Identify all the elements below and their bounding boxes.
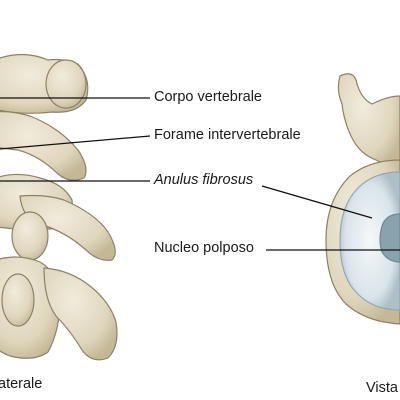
- lower-spinous-process: [43, 267, 118, 361]
- leader-anulus-right: [261, 185, 373, 219]
- caption-lateral-view: aterale: [0, 376, 43, 392]
- lower-lobe: [1, 273, 35, 327]
- lateral-vertebrae: [0, 53, 118, 361]
- vertebral-body-front: [45, 59, 87, 109]
- label-vertebral-body: Corpo vertebrale: [154, 89, 262, 105]
- posterior-arch: [337, 73, 400, 169]
- anulus-fibrosus-disc: [339, 171, 400, 311]
- articular-knob: [11, 211, 49, 261]
- label-anulus-fibrosus: Anulus fibrosus: [154, 172, 254, 188]
- label-nucleus-pulposus: Nucleo polposo: [154, 240, 254, 256]
- superior-view: [325, 73, 400, 325]
- leader-intervertebral-foramen: [0, 135, 151, 150]
- label-intervertebral-foramen: Forame intervertebrale: [154, 127, 301, 143]
- leader-lines: [0, 97, 400, 251]
- caption-superior-view: Vista: [366, 380, 398, 396]
